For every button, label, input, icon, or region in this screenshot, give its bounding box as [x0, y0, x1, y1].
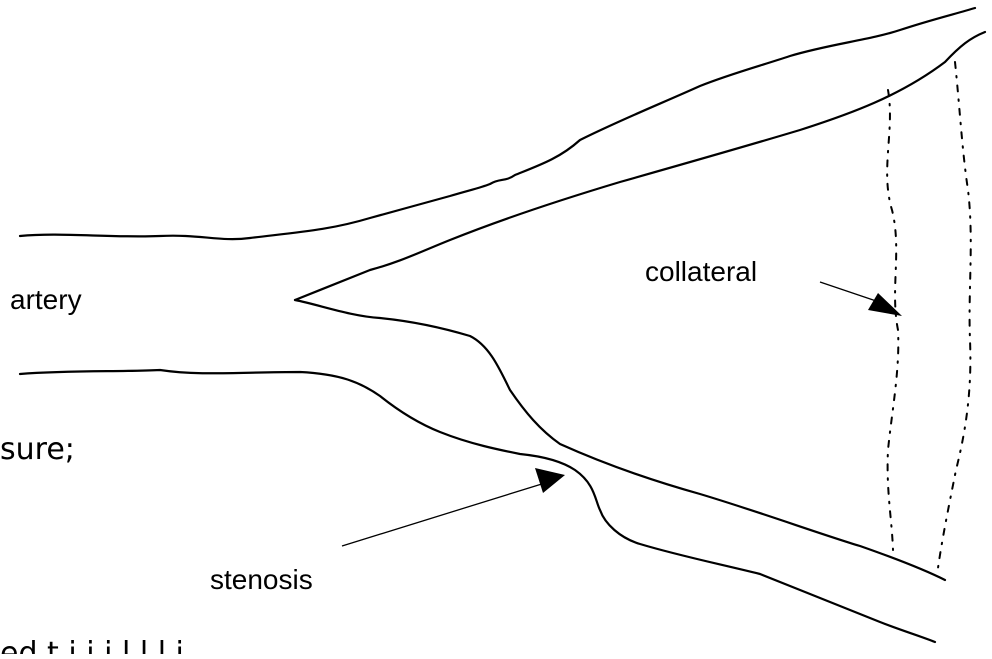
- stenosis-label: stenosis: [210, 564, 313, 596]
- stenosis-arrow-head: [535, 468, 565, 493]
- branch-lower-upper-wall: [295, 300, 945, 580]
- branch-upper-inner-wall: [295, 32, 985, 300]
- collateral-arrow-head: [868, 293, 902, 316]
- background-text-line-2: ed t i i i l l l i: [0, 630, 184, 654]
- artery-upper-wall: [20, 8, 975, 239]
- stenosis-arrow-shaft: [342, 483, 545, 546]
- collateral-vessel-left: [887, 90, 898, 550]
- artery-lower-wall: [20, 370, 935, 642]
- background-text-line-1: sure;: [0, 432, 75, 467]
- collateral-vessel-right: [938, 62, 971, 568]
- collateral-label: collateral: [645, 256, 757, 288]
- artery-label: artery: [10, 284, 82, 316]
